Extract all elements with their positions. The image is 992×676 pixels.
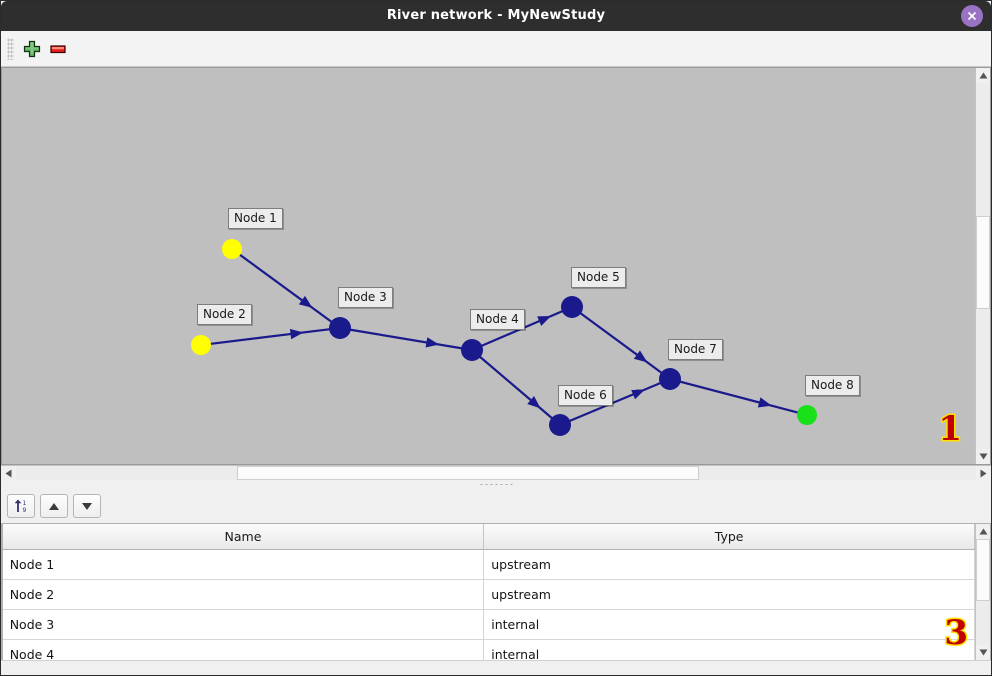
link-arrow-icon <box>298 295 313 308</box>
link-line[interactable] <box>679 380 799 414</box>
splitter-grip-icon <box>479 483 513 486</box>
nodes-move-up-button[interactable] <box>39 494 68 518</box>
nodes-sort-button[interactable]: 1 9 <box>6 494 35 518</box>
link-line[interactable] <box>349 328 463 350</box>
green-plus-icon <box>23 40 41 57</box>
node-label-n8[interactable]: Node 8 <box>805 375 860 396</box>
graph-node-n4[interactable] <box>461 339 483 361</box>
column-header-type[interactable]: Type <box>483 524 976 550</box>
scroll-right-button[interactable] <box>976 466 991 481</box>
table-cell[interactable]: Node 1 <box>2 549 485 580</box>
link-line[interactable] <box>568 381 662 423</box>
sort-ascending-icon: 1 9 <box>14 499 26 514</box>
tables-area: 1 9 NameNode1Node <box>1 489 992 675</box>
table-cell[interactable]: Node 3 <box>2 609 485 640</box>
canvas-hscroll-thumb[interactable] <box>237 466 699 480</box>
window-title: River network - MyNewStudy <box>386 8 606 23</box>
nodes-layer <box>191 239 817 436</box>
nodes-scroll-down-button[interactable] <box>976 645 991 660</box>
scroll-down-button[interactable] <box>976 449 990 464</box>
nodes-table-vertical-scrollbar[interactable] <box>975 524 991 660</box>
graph-node-n7[interactable] <box>659 368 681 390</box>
close-icon <box>967 11 977 21</box>
link-line[interactable] <box>478 355 554 420</box>
graph-node-n5[interactable] <box>561 296 583 318</box>
triangle-up-icon <box>979 72 988 79</box>
table-cell[interactable]: upstream <box>483 579 976 610</box>
scroll-left-button[interactable] <box>1 466 16 481</box>
main-toolbar <box>1 31 991 67</box>
nodes-move-down-button[interactable] <box>72 494 101 518</box>
network-graph <box>191 239 817 436</box>
graph-node-n6[interactable] <box>549 414 571 436</box>
toolbar-grip[interactable] <box>7 37 14 60</box>
table-cell[interactable]: Node 2 <box>2 579 485 610</box>
link-arrow-icon <box>757 397 772 408</box>
node-label-n2[interactable]: Node 2 <box>197 304 252 325</box>
canvas-vscroll-thumb[interactable] <box>976 216 990 309</box>
nodes-toolbar: 1 9 <box>1 489 992 523</box>
link-line[interactable] <box>209 328 331 345</box>
river-network-canvas[interactable]: Node 1 Node 2 Node 3 Node 4 Node 5 Node 6 Node… <box>1 67 991 465</box>
svg-text:9: 9 <box>22 507 26 514</box>
annotation-number-1: 1 <box>937 409 964 449</box>
svg-text:1: 1 <box>22 500 26 507</box>
node-label-n1[interactable]: Node 1 <box>228 208 283 229</box>
triangle-down-icon <box>979 649 988 656</box>
annotation-number-3: 3 <box>943 613 970 653</box>
node-label-n3[interactable]: Node 3 <box>338 287 393 308</box>
link-arrow-icon <box>527 396 541 409</box>
link-arrow-icon <box>631 389 646 400</box>
links-panel-footer <box>1 660 2 675</box>
node-label-n7[interactable]: Node 7 <box>668 339 723 360</box>
link-arrow-icon <box>537 315 552 326</box>
column-header-name[interactable]: Name <box>2 524 485 550</box>
nodes-scroll-up-button[interactable] <box>976 524 991 539</box>
red-minus-icon <box>50 44 66 53</box>
node-label-n6[interactable]: Node 6 <box>558 385 613 406</box>
node-label-n5[interactable]: Node 5 <box>571 267 626 288</box>
scroll-up-button[interactable] <box>976 68 990 83</box>
canvas-horizontal-scrollbar[interactable] <box>1 465 991 481</box>
links-layer <box>209 253 799 423</box>
table-cell[interactable]: Node 4 <box>2 639 485 660</box>
close-button[interactable] <box>961 5 983 27</box>
triangle-up-icon <box>48 502 59 510</box>
link-arrow-icon <box>633 350 648 363</box>
graph-node-n2[interactable] <box>191 335 211 355</box>
nodes-vscroll-thumb[interactable] <box>976 539 991 601</box>
graph-node-n3[interactable] <box>329 317 351 339</box>
horizontal-splitter[interactable] <box>1 480 991 489</box>
triangle-left-icon <box>5 469 12 478</box>
add-node-button[interactable] <box>19 36 45 62</box>
link-arrow-icon <box>289 328 304 340</box>
graph-node-n1[interactable] <box>222 239 242 259</box>
table-cell[interactable]: upstream <box>483 549 976 580</box>
delete-node-button[interactable] <box>45 36 71 62</box>
node-label-n4[interactable]: Node 4 <box>470 309 525 330</box>
link-line[interactable] <box>579 312 663 374</box>
link-arrow-icon <box>425 337 440 348</box>
graph-node-n8[interactable] <box>797 405 817 425</box>
link-line[interactable] <box>238 253 333 323</box>
triangle-right-icon <box>980 469 987 478</box>
triangle-down-icon <box>979 453 988 460</box>
triangle-down-icon <box>81 502 92 510</box>
table-cell[interactable]: internal <box>483 609 976 640</box>
title-bar: River network - MyNewStudy <box>1 1 991 31</box>
table-cell[interactable]: internal <box>483 639 976 660</box>
nodes-panel-footer <box>1 660 992 675</box>
triangle-up-icon <box>979 528 988 535</box>
canvas-vertical-scrollbar[interactable] <box>975 68 990 464</box>
diagram-viewport: Node 1 Node 2 Node 3 Node 4 Node 5 Node 6 Node… <box>2 68 978 450</box>
